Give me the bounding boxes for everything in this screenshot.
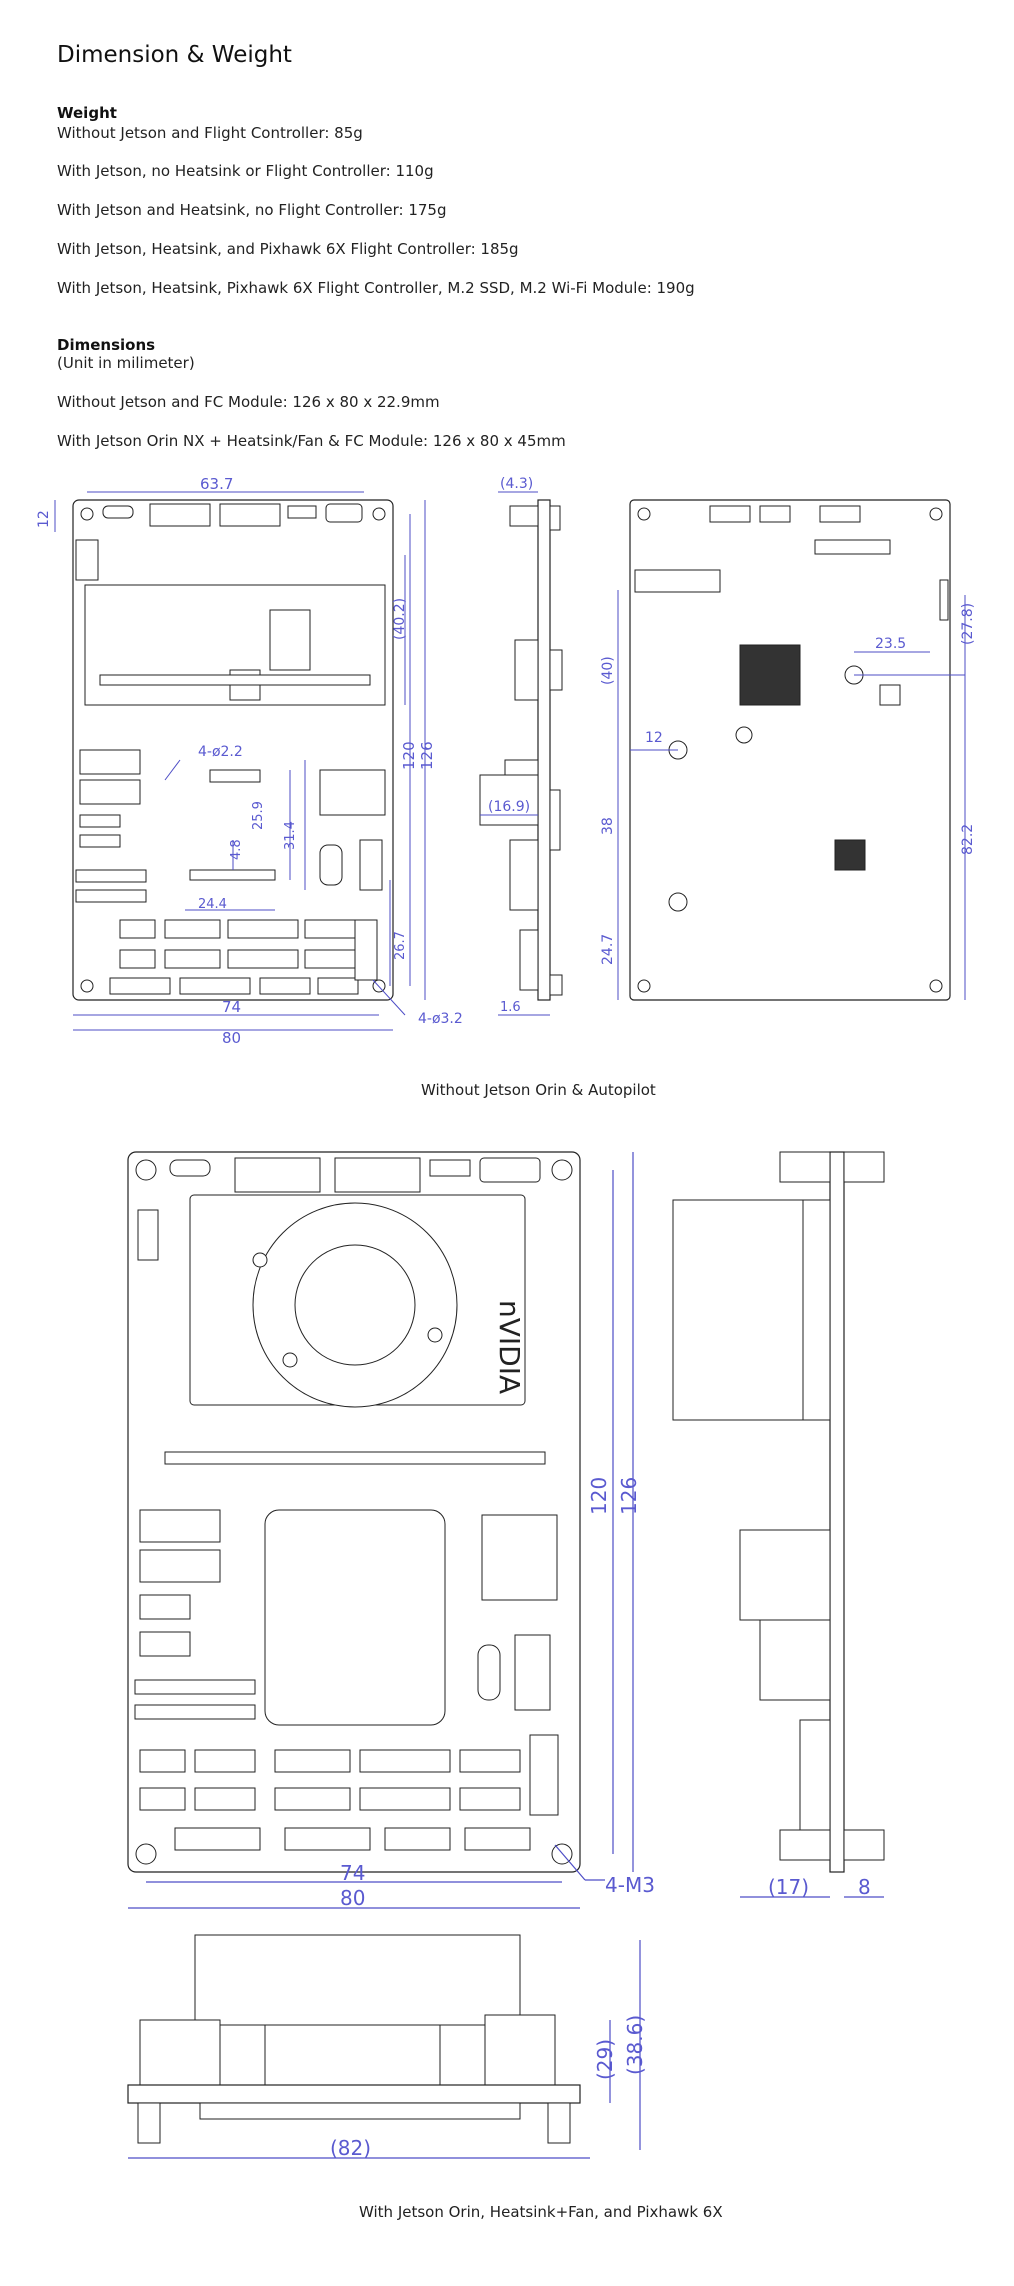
weight-heading: Weight (57, 104, 117, 122)
rear-view-dimension-lines (617, 590, 966, 1000)
rear-view-board (629, 499, 951, 1001)
figure1-caption: Without Jetson Orin & Autopilot (421, 1081, 656, 1099)
dim-16-9: (16.9) (488, 799, 530, 815)
dim-80-full: 80 (340, 1886, 365, 1910)
dim-31-4: 31.4 (283, 821, 298, 850)
front-view-dimension-lines (54, 491, 426, 1031)
dim-27-8: (27.8) (960, 603, 976, 645)
dim-24-4: 24.4 (198, 897, 227, 912)
dim-4-8: 4.8 (229, 839, 244, 860)
weight-line-3: With Jetson and Heatsink, no Flight Cont… (57, 201, 447, 219)
dim-23-5: 23.5 (875, 636, 906, 652)
dim-hole-2-2: 4-ø2.2 (198, 744, 243, 760)
weight-line-4: With Jetson, Heatsink, and Pixhawk 6X Fl… (57, 240, 519, 258)
dim-40-2: (40.2) (392, 598, 408, 640)
dimensions-line-1: Without Jetson and FC Module: 126 x 80 x… (57, 393, 440, 411)
dim-126-front: 126 (418, 741, 436, 770)
dim-120-front: 120 (400, 741, 418, 770)
dimensions-heading: Dimensions (57, 336, 156, 354)
dim-4-3: (4.3) (500, 476, 533, 492)
front-view-board (72, 499, 394, 1001)
dim-74-full: 74 (340, 1861, 365, 1885)
dim-hole-3-2: 4-ø3.2 (418, 1011, 463, 1027)
dim-17: (17) (768, 1875, 809, 1899)
drawing-with-jetson: nVIDIA (127, 1151, 885, 2160)
dim-24-7: 24.7 (600, 934, 616, 965)
drawing-without-jetson: 63.7 12 (40.2) 120 126 4-ø2.2 25.9 31.4 … (36, 475, 976, 1047)
dim-74-front: 74 (222, 998, 241, 1016)
dim-82-2: 82.2 (960, 824, 976, 855)
dim-4-m3: 4-M3 (605, 1873, 655, 1897)
dim-25-9: 25.9 (251, 801, 266, 830)
front-view-full-dimension-lines (128, 1152, 634, 1909)
dim-1-6: 1.6 (500, 1000, 521, 1015)
weight-line-5: With Jetson, Heatsink, Pixhawk 6X Flight… (57, 279, 695, 297)
dim-40-rear: (40) (600, 656, 616, 685)
dim-29: (29) (593, 2039, 617, 2080)
dim-126-full: 126 (617, 1477, 641, 1515)
dim-63-7: 63.7 (200, 475, 233, 493)
dim-38: 38 (600, 817, 616, 835)
weight-line-2: With Jetson, no Heatsink or Flight Contr… (57, 162, 434, 180)
dim-38-6: (38.6) (623, 2015, 647, 2075)
dim-26-7: 26.7 (393, 931, 408, 960)
dim-12-left: 12 (36, 510, 52, 528)
dimensions-unit-note: (Unit in milimeter) (57, 354, 195, 372)
dim-8: 8 (858, 1875, 871, 1899)
side-view-dimension-lines (480, 491, 550, 1016)
front-view-lower-components (134, 1451, 559, 1851)
dim-82: (82) (330, 2136, 371, 2160)
side-view-full (672, 1151, 885, 1873)
figure2-caption: With Jetson Orin, Heatsink+Fan, and Pixh… (359, 2203, 723, 2221)
side-view-board (479, 499, 563, 1001)
end-view-dimension-lines (128, 1940, 641, 2159)
weight-line-1: Without Jetson and Flight Controller: 85… (57, 124, 363, 142)
end-view-full (127, 1934, 581, 2144)
dimensions-line-2: With Jetson Orin NX + Heatsink/Fan & FC … (57, 432, 566, 450)
dim-12-rear: 12 (645, 730, 663, 746)
dim-120-full: 120 (587, 1477, 611, 1515)
page-title: Dimension & Weight (57, 42, 292, 68)
nvidia-logo-text: nVIDIA (493, 1300, 526, 1394)
dim-80-front: 80 (222, 1029, 241, 1047)
